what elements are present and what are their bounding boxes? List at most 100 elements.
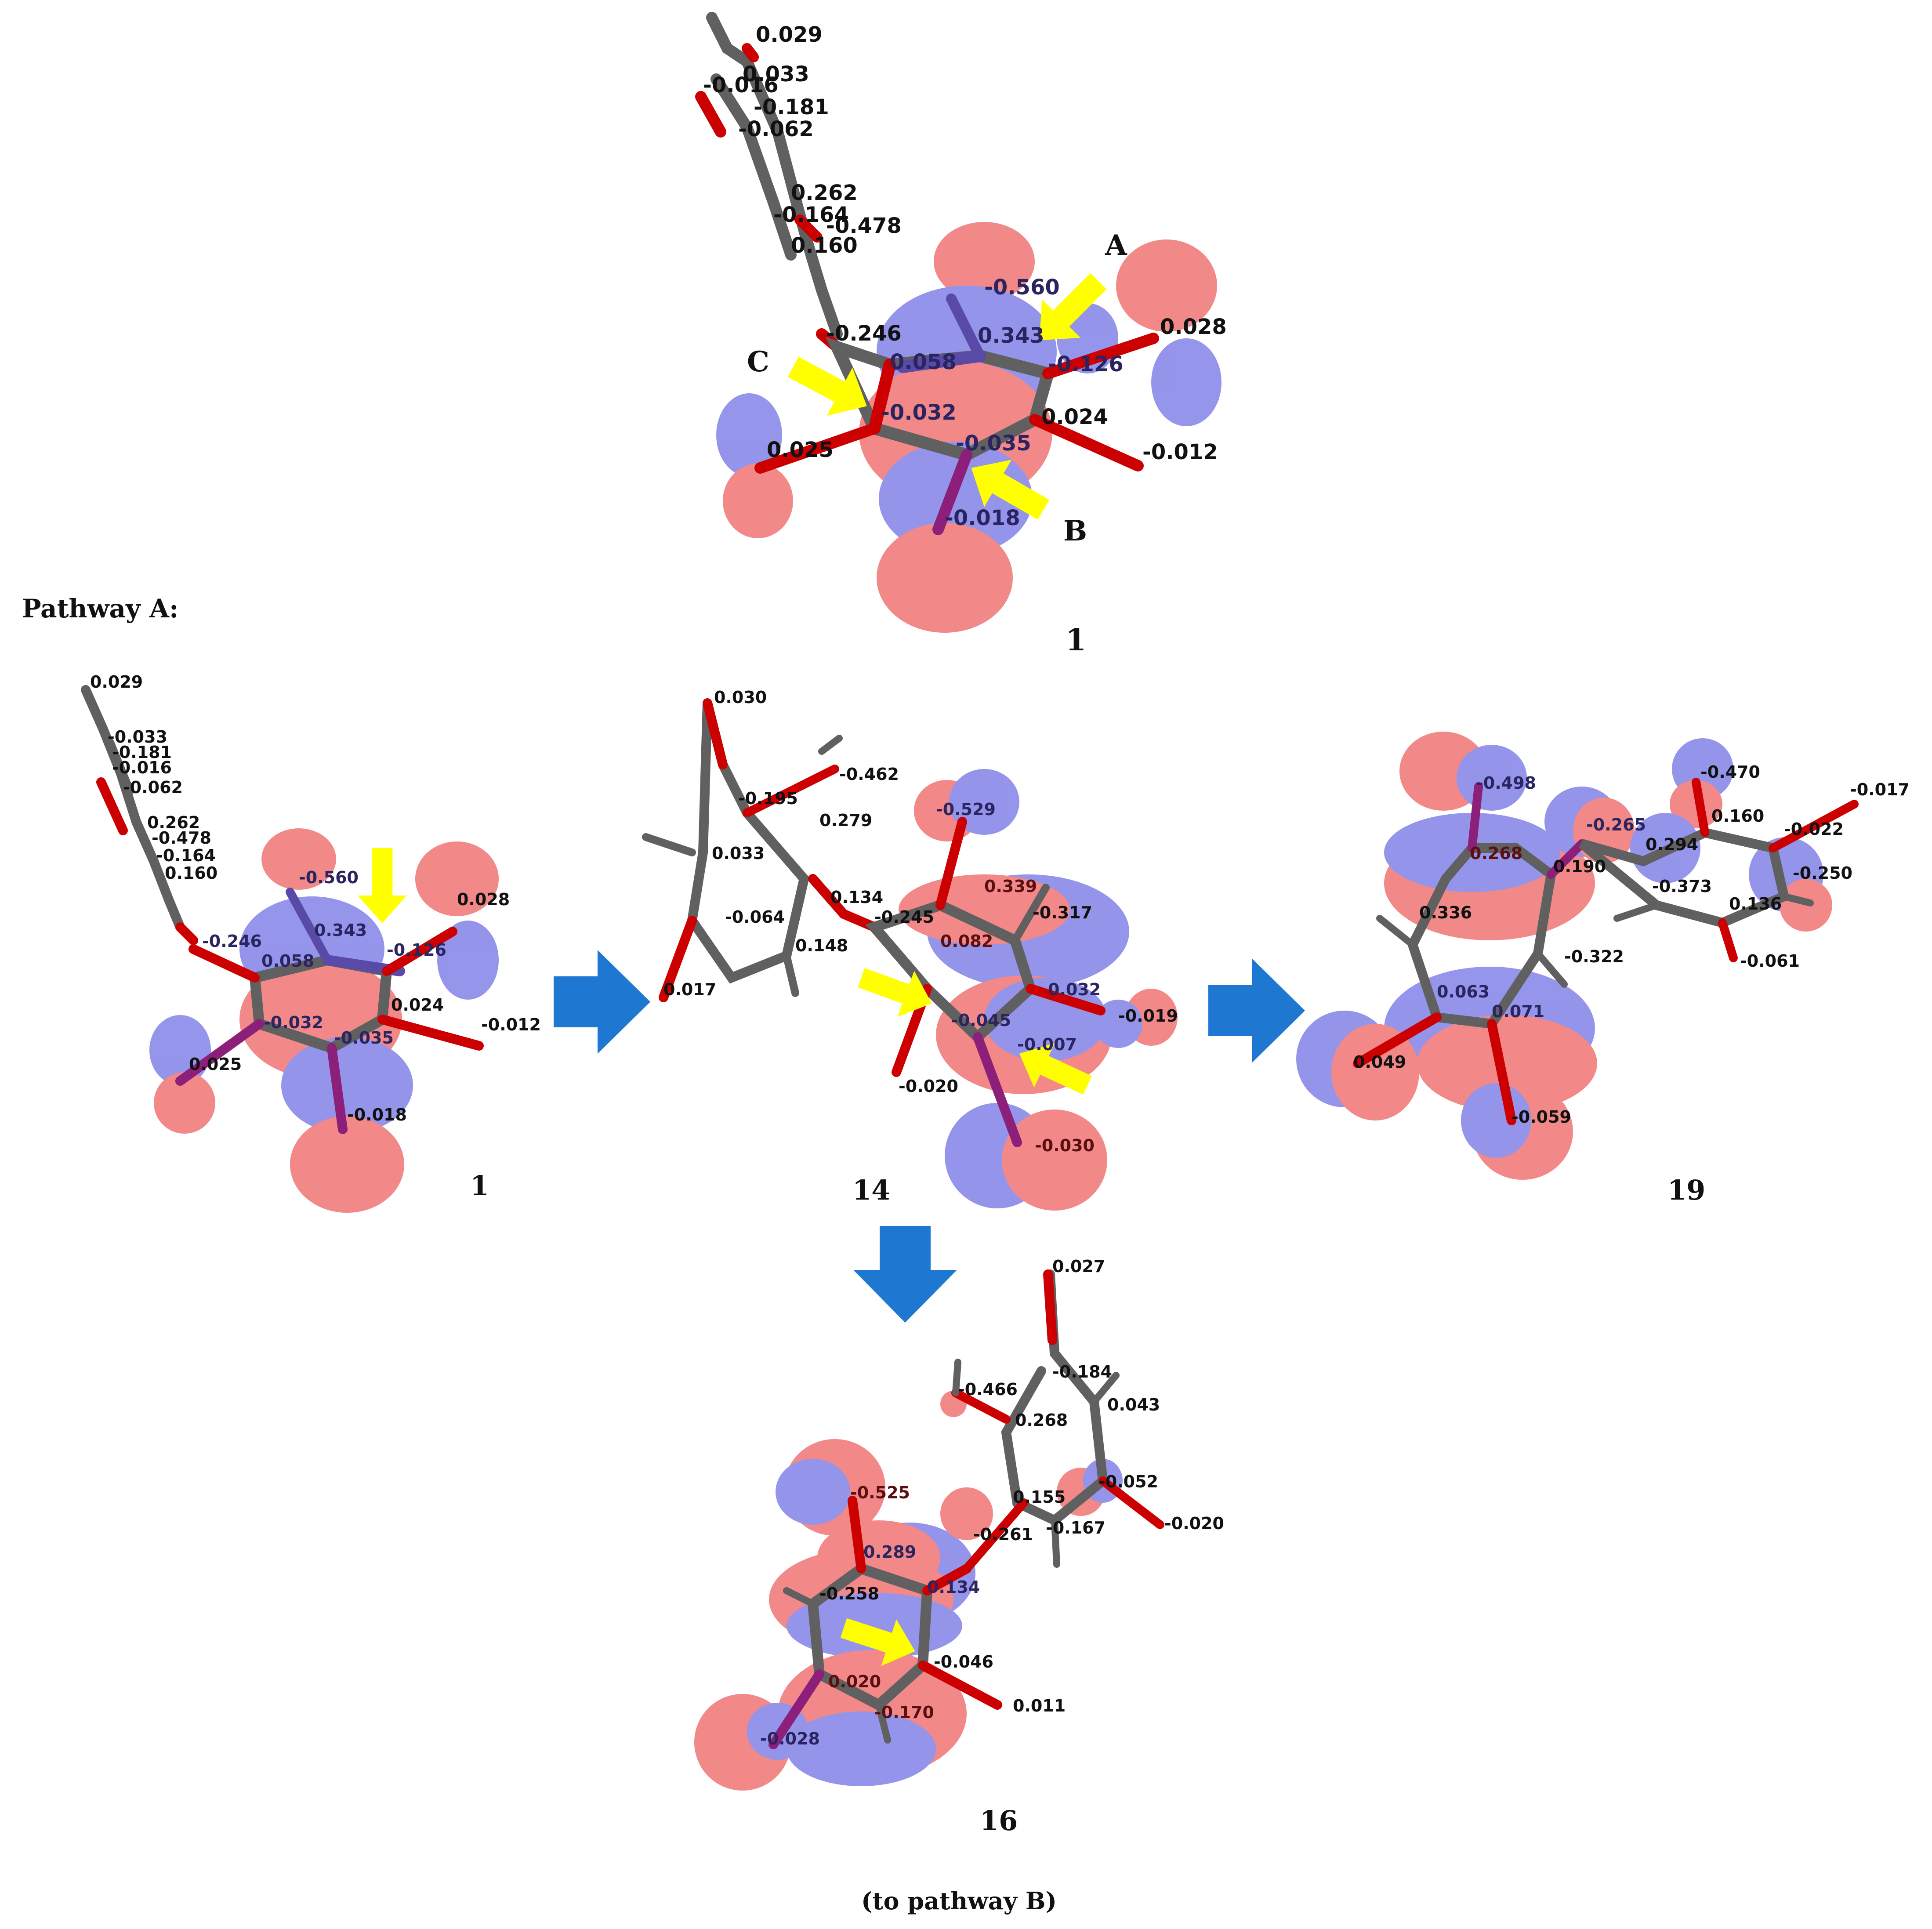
charge-label: 0.289	[863, 1542, 916, 1562]
charge-label: 0.134	[830, 888, 883, 907]
charge-label: -0.020	[899, 1077, 958, 1096]
pathway-title: Pathway A:	[22, 594, 178, 624]
homo-lobes	[716, 222, 1222, 633]
charge-label: -0.529	[936, 800, 996, 819]
charge-label: 0.339	[984, 877, 1037, 896]
charge-label: 0.136	[1729, 894, 1782, 914]
charge-label: 0.011	[1013, 1696, 1066, 1715]
charge-label: -0.170	[874, 1703, 934, 1722]
charge-label: 0.336	[1419, 903, 1472, 922]
charge-label: -0.195	[738, 789, 798, 808]
charge-label: 0.032	[1048, 980, 1101, 999]
site-labels: A B C	[747, 229, 1127, 548]
charge-label: 0.017	[663, 980, 716, 999]
blue-arrow-icon	[853, 1226, 957, 1323]
charge-label: 0.030	[714, 688, 767, 707]
blue-arrow-icon	[554, 950, 650, 1054]
charge-label: 0.160	[165, 863, 217, 883]
charge-label: 0.190	[1553, 857, 1606, 876]
homo-lobes	[149, 828, 499, 1213]
structure-label: 14	[852, 1174, 890, 1206]
charge-label: 0.279	[819, 811, 872, 830]
charge-label: 0.134	[927, 1577, 980, 1597]
charge-label: 0.063	[1437, 982, 1490, 1001]
charge-label: 0.049	[1353, 1052, 1406, 1072]
charge-label: -0.022	[1784, 819, 1844, 839]
charge-label: -0.478	[152, 828, 211, 848]
charge-label: -0.265	[1586, 815, 1646, 834]
charge-label: -0.030	[1035, 1136, 1095, 1155]
charge-label: -0.019	[1118, 1006, 1178, 1026]
charge-label: 0.262	[791, 181, 858, 205]
charge-label: -0.033	[108, 727, 167, 747]
blue-arrow-icon	[1208, 959, 1305, 1062]
charge-label: -0.032	[881, 400, 957, 425]
charge-label: -0.045	[951, 1011, 1011, 1030]
charge-label: 0.025	[189, 1055, 242, 1074]
footer-note: (to pathway B)	[861, 1887, 1057, 1915]
structure-14: 0.030 -0.462 -0.195 0.279 -0.529 0.033 0…	[642, 688, 1178, 1211]
charge-label: -0.062	[738, 117, 814, 141]
charge-label: -0.016	[112, 758, 172, 777]
charge-label: 0.058	[890, 350, 957, 374]
charge-label: 0.028	[457, 890, 510, 909]
charge-label: -0.462	[839, 765, 899, 784]
yellow-arrow-icon	[358, 848, 407, 923]
site-label-c: C	[747, 345, 769, 378]
charge-label: -0.052	[1098, 1472, 1158, 1491]
charge-label: -0.466	[958, 1380, 1018, 1399]
charge-label: 0.033	[712, 844, 765, 863]
charge-label: -0.046	[934, 1652, 993, 1672]
charge-label: -0.560	[984, 275, 1060, 300]
charge-label: -0.498	[1476, 773, 1536, 793]
charge-label: -0.035	[334, 1028, 394, 1048]
charge-label: 0.024	[1041, 405, 1108, 429]
molecule-bonds	[1353, 778, 1859, 1125]
charge-label: 0.343	[314, 921, 367, 940]
charge-label: 0.155	[1013, 1487, 1066, 1507]
charge-label: -0.164	[156, 846, 216, 865]
site-label-b: B	[1063, 515, 1087, 548]
charge-label: -0.261	[973, 1525, 1033, 1544]
molecule-bonds	[81, 685, 484, 1134]
charge-label: 0.082	[940, 932, 993, 951]
charge-label: 0.294	[1646, 835, 1698, 854]
structure-19: -0.017 -0.470 -0.498 -0.265 0.160 -0.022…	[1296, 732, 1910, 1206]
charge-label: -0.560	[299, 868, 359, 887]
site-label-a: A	[1105, 229, 1127, 262]
charge-label: 0.029	[756, 22, 823, 47]
charge-label: -0.018	[347, 1105, 407, 1124]
charge-label: -0.250	[1793, 863, 1852, 883]
charge-label: -0.246	[826, 321, 902, 346]
charge-label: -0.126	[1048, 352, 1124, 377]
charge-label: -0.258	[819, 1584, 879, 1603]
charge-label: -0.322	[1564, 947, 1624, 966]
charge-labels: 0.029 0.033 -0.016 -0.181 -0.062 0.262 -…	[703, 22, 1227, 530]
charge-label: -0.017	[1850, 780, 1910, 799]
charge-label: -0.062	[123, 778, 183, 797]
charge-label: -0.018	[945, 506, 1020, 530]
charge-label: -0.012	[1142, 440, 1218, 464]
charge-label: 0.262	[147, 813, 200, 832]
charge-label: -0.246	[202, 932, 262, 951]
charge-label: -0.059	[1512, 1107, 1571, 1127]
charge-label: 0.033	[743, 62, 809, 87]
structure-label: 19	[1667, 1174, 1705, 1206]
charge-label: 0.343	[978, 323, 1044, 348]
charge-label: -0.007	[1017, 1035, 1077, 1054]
charge-labels: 0.030 -0.462 -0.195 0.279 -0.529 0.033 0…	[663, 688, 1178, 1155]
charge-label: -0.184	[1052, 1362, 1112, 1381]
charge-label: -0.167	[1046, 1518, 1106, 1537]
charge-label: -0.470	[1700, 762, 1760, 782]
charge-label: -0.525	[850, 1483, 910, 1502]
charge-label: -0.028	[760, 1729, 820, 1748]
charge-label: -0.064	[725, 907, 785, 927]
charge-label: 0.160	[791, 233, 858, 258]
charge-label: -0.164	[773, 203, 849, 227]
molecule-bonds	[695, 12, 1159, 535]
charge-label: 0.148	[795, 936, 848, 955]
charge-label: 0.020	[828, 1672, 881, 1691]
structure-label: 1	[1066, 623, 1086, 658]
charge-label: -0.012	[481, 1015, 541, 1034]
